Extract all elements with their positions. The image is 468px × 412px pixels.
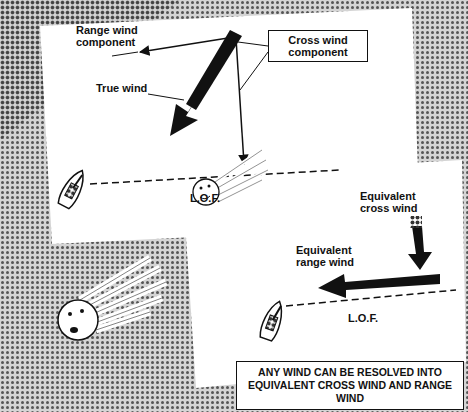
wind-label: L.O.F. xyxy=(190,192,220,204)
wind-label: Equivalent cross wind xyxy=(360,190,432,214)
caption-box: ANY WIND CAN BE RESOLVED INTO EQUIVALENT… xyxy=(236,361,464,410)
callout-text: Cross wind component xyxy=(275,34,361,58)
wind-label: L.O.F. xyxy=(348,312,378,324)
wind-label: True wind xyxy=(96,82,147,94)
boat xyxy=(56,167,89,210)
wind-label: Range wind component xyxy=(76,24,146,48)
panel xyxy=(182,160,466,388)
wind-face xyxy=(58,258,166,340)
callout-box: Cross wind component xyxy=(268,30,368,62)
wind-label: Equivalent range wind xyxy=(296,244,374,268)
boat xyxy=(258,299,287,342)
